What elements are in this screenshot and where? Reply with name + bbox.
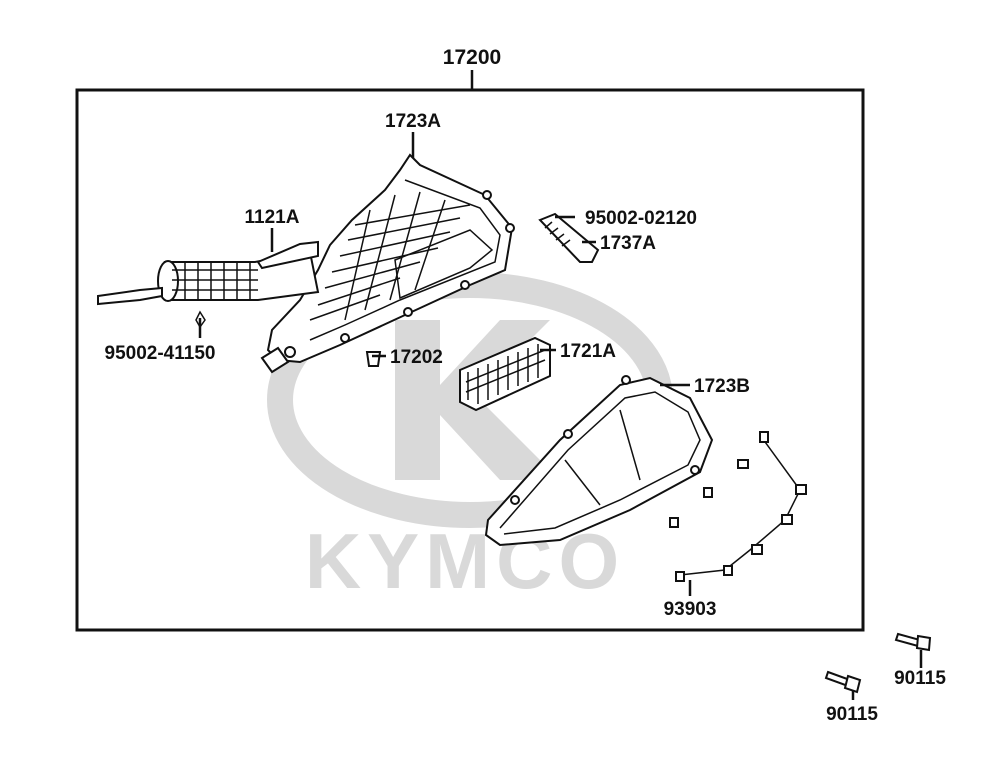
air-cleaner-cover-part	[484, 375, 714, 547]
assembly-frame	[75, 88, 865, 632]
drain-tube-part	[538, 212, 600, 263]
label-1723B: 1723B	[694, 376, 750, 397]
label-1723A: 1723A	[385, 111, 441, 132]
label-17200: 17200	[443, 46, 501, 69]
label-1721A: 1721A	[560, 341, 616, 362]
cover-screws-part	[669, 431, 807, 582]
connecting-tube-part	[97, 240, 320, 306]
label-93903: 93903	[664, 599, 717, 620]
small-clamp-part	[195, 310, 206, 329]
bolt-part-a	[894, 632, 932, 652]
bolt-part-b	[824, 670, 862, 694]
leader-lines	[198, 132, 923, 700]
drain-plug-part	[365, 351, 382, 367]
air-filter-element-part	[459, 336, 551, 412]
air-cleaner-case-part	[260, 153, 515, 374]
label-95002-02120: 95002-02120	[585, 208, 697, 229]
label-1737A: 1737A	[600, 233, 656, 254]
label-1121A: 1121A	[245, 207, 300, 228]
label-90115-upper: 90115	[894, 668, 946, 689]
label-17202: 17202	[390, 347, 443, 368]
label-95002-41150: 95002-41150	[105, 343, 216, 364]
label-90115-lower: 90115	[826, 704, 878, 725]
